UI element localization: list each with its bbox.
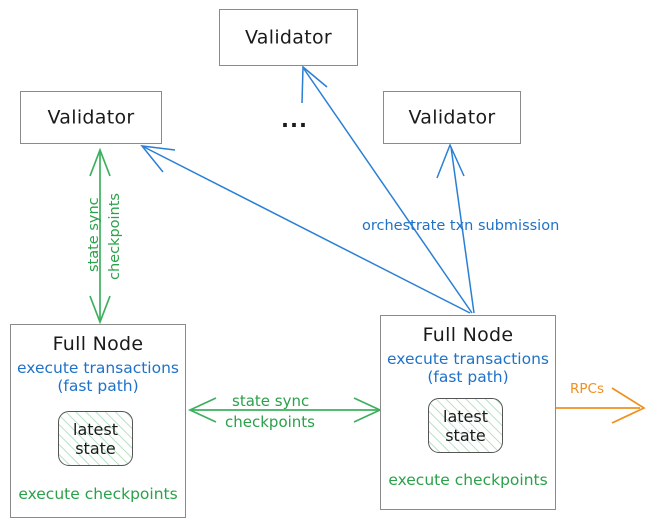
state-line2: state [75, 438, 116, 458]
validator-left[interactable]: Validator [20, 91, 162, 144]
edge-state-sync-vertical [89, 147, 111, 325]
full-node-right-checkpoints: execute checkpoints [388, 471, 548, 489]
edge-orchestrate-to-validator-top [301, 65, 473, 314]
state-line2: state [445, 425, 486, 445]
validators-ellipsis: ... [281, 108, 308, 132]
validator-right[interactable]: Validator [383, 91, 521, 144]
edge-rpcs [556, 387, 646, 424]
full-node-left-latest-state-label: latest state [73, 420, 118, 458]
state-line1: latest [443, 406, 488, 426]
full-node-left-checkpoints: execute checkpoints [18, 485, 178, 503]
label-state-sync-vertical: state sync [86, 197, 102, 272]
label-checkpoints-horizontal: checkpoints [225, 413, 315, 431]
validator-top[interactable]: Validator [219, 9, 358, 66]
label-checkpoints-vertical: checkpoints [107, 193, 123, 280]
full-node-right[interactable]: Full Node execute transactions (fast pat… [380, 315, 556, 510]
full-node-right-latest-state-label: latest state [443, 407, 488, 445]
label-orchestrate-txn-submission: orchestrate txn submission [362, 218, 560, 234]
edge-orchestrate-to-validator-left [140, 145, 471, 314]
full-node-left-exec-line2: (fast path) [57, 377, 139, 395]
state-line1: latest [73, 419, 118, 439]
label-rpcs: RPCs [570, 381, 604, 397]
full-node-right-latest-state[interactable]: latest state [428, 398, 503, 453]
full-node-right-exec-line2: (fast path) [427, 368, 509, 386]
full-node-left-exec-line1: execute transactions [16, 359, 180, 377]
full-node-left-title: Full Node [52, 333, 144, 355]
validator-top-label: Validator [244, 26, 332, 49]
full-node-left[interactable]: Full Node execute transactions (fast pat… [10, 324, 186, 518]
edge-orchestrate-to-validator-right [436, 143, 475, 314]
full-node-right-title: Full Node [422, 324, 514, 346]
full-node-left-latest-state[interactable]: latest state [58, 411, 133, 466]
validator-left-label: Validator [47, 106, 135, 129]
label-state-sync-horizontal: state sync [232, 392, 310, 410]
full-node-right-exec-line1: execute transactions [386, 350, 550, 368]
validator-right-label: Validator [408, 106, 496, 129]
